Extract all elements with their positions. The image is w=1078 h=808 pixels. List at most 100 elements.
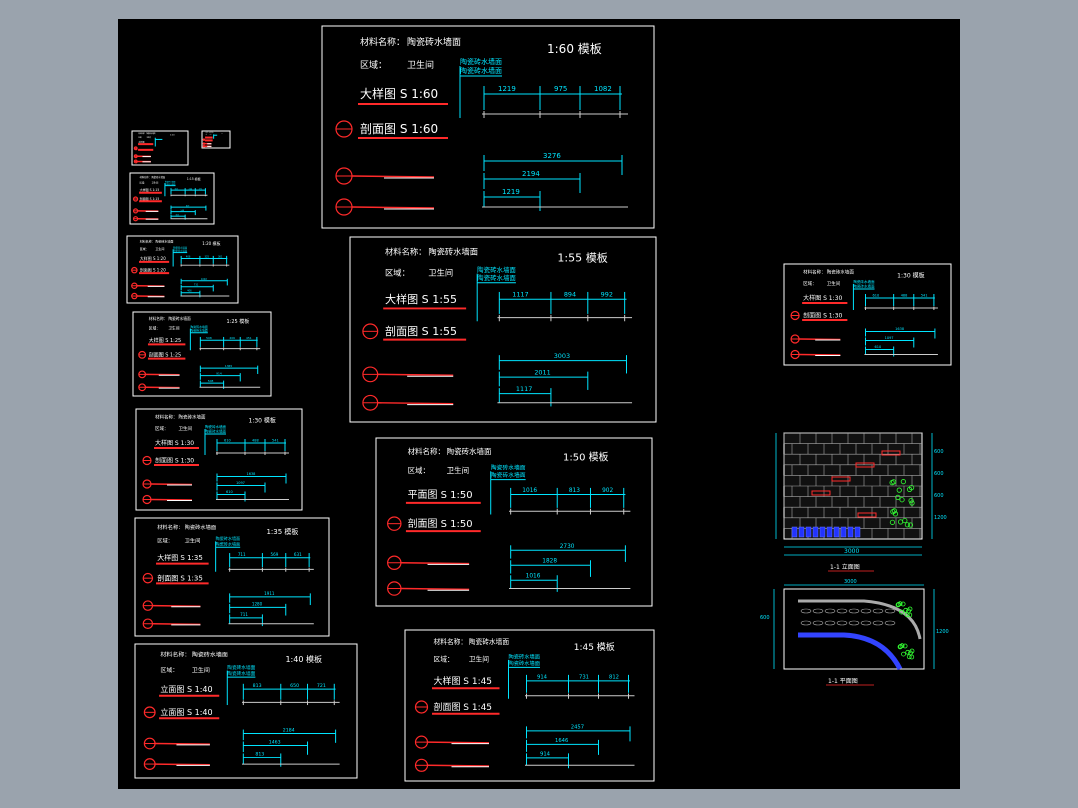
section-title: 立面图 S 1:40 <box>160 707 212 717</box>
plant-leaf <box>908 650 913 656</box>
curved-path <box>798 632 903 671</box>
plant-leaf <box>907 612 913 618</box>
stepping-stone <box>824 608 836 614</box>
material-value: 陶瓷砖水墙面 <box>827 269 855 276</box>
marker-leader <box>427 741 490 744</box>
view-title: 立面图 S 1:40 <box>160 684 212 694</box>
dim-label: 721 <box>317 683 326 689</box>
marker-leader <box>400 587 470 591</box>
dim-label: 2184 <box>283 728 295 734</box>
dim-label: 650 <box>290 683 299 689</box>
dim-label: 2730 <box>560 544 575 550</box>
area-label: 区域： <box>140 181 147 185</box>
dim-label: 406 <box>229 336 235 340</box>
plant-leaf <box>904 522 911 528</box>
dim-label: 631 <box>294 552 302 557</box>
view-title: 大样图 S 1:25 <box>149 337 181 344</box>
dim-label: 3003 <box>554 352 570 360</box>
dim-label: 406 <box>187 290 192 293</box>
sheet-border <box>129 172 215 225</box>
material-label: 材料名称： <box>149 316 168 321</box>
plant-leaf <box>900 601 906 607</box>
area-value: 卫生间 <box>152 181 160 185</box>
note-text: 陶瓷砖水墙面 <box>853 279 875 284</box>
dim-label: 508 <box>208 379 214 383</box>
plant-leaf <box>891 508 898 514</box>
dim-label: 2194 <box>522 170 540 178</box>
note-text: 陶瓷砖水墙面 <box>491 464 526 472</box>
material-value: 陶瓷砖水墙面 <box>185 523 217 531</box>
marker-leader <box>400 562 470 565</box>
material-label: 材料名称： <box>434 637 468 646</box>
material-value: 陶瓷砖水墙面 <box>155 238 173 243</box>
view-title: 大样图 S 1:55 <box>385 292 457 306</box>
marker-leader <box>351 175 435 178</box>
floor-tile <box>812 526 819 538</box>
material-label: 材料名称： <box>408 446 445 456</box>
dim-label: 894 <box>564 291 576 299</box>
floor-tile <box>854 526 861 538</box>
scale-title: 1:50 模板 <box>563 450 609 463</box>
dim-label: 1638 <box>247 472 256 476</box>
material-label: 材料名称： <box>160 651 190 659</box>
dim-label: 902 <box>602 488 613 494</box>
view-title: 大样图 S 1:35 <box>157 553 203 562</box>
area-label: 区域： <box>138 136 143 139</box>
note-text: 陶瓷砖水墙面 <box>216 535 240 541</box>
view-title: 大样图 S 1:15 <box>140 187 160 192</box>
dim-label: 813 <box>255 751 264 757</box>
area-value: 卫生间 <box>407 59 434 71</box>
area-value: 卫生间 <box>155 246 164 251</box>
stepping-stone <box>872 620 884 626</box>
plant-leaf <box>901 651 906 657</box>
section-title: 剖面图 S 1:20 <box>140 267 167 273</box>
note-text: 陶瓷砖水墙面 <box>165 180 176 184</box>
marker-leader <box>152 604 201 607</box>
plant-leaf <box>898 644 903 649</box>
scale-title: 1:35 模板 <box>266 527 298 536</box>
dim-label: 3276 <box>543 152 561 160</box>
plant-leaf <box>889 519 896 525</box>
area-value: 卫生间 <box>827 280 841 287</box>
view-title: 大样图 S 1:20 <box>140 255 167 261</box>
scale-title: 1:45 模板 <box>574 641 615 653</box>
area-value: 卫生间 <box>428 267 453 277</box>
dim-label: 600 <box>934 449 944 455</box>
area-label: 区域： <box>434 654 454 663</box>
note-text: 陶瓷砖水墙面 <box>491 471 526 479</box>
plant-leaf <box>891 479 897 485</box>
stepping-stone <box>848 620 860 626</box>
dim-label: 1117 <box>516 385 532 393</box>
note-text: 陶瓷砖水墙面 <box>477 273 516 282</box>
dim-label: 305 <box>175 188 178 190</box>
dim-label: 3000 <box>844 579 857 585</box>
dim-label: 1016 <box>522 488 537 494</box>
dim-label: 975 <box>554 85 567 93</box>
sheet-border <box>321 25 655 229</box>
dim-label: 3000 <box>844 548 859 555</box>
material-value: 陶瓷砖水墙面 <box>407 36 461 48</box>
section-title: 剖面图 S 1:25 <box>149 351 181 358</box>
area-label: 区域： <box>160 666 178 674</box>
marker-leader <box>155 742 210 745</box>
material-value: 陶瓷砖水墙面 <box>447 446 492 456</box>
note-text: 陶瓷砖水墙面 <box>173 246 188 250</box>
material-value: 陶瓷砖水墙面 <box>179 414 206 421</box>
dim-label: 541 <box>921 294 928 298</box>
plant-leaf <box>906 486 913 493</box>
sheet-border <box>126 235 239 304</box>
section-title: 剖面图 S 1:55 <box>385 324 457 338</box>
note-text: 陶瓷砖水墙面 <box>205 429 226 434</box>
dim-label: 569 <box>271 552 279 557</box>
sheet-border <box>404 629 655 782</box>
floor-tile <box>847 526 854 538</box>
scale-title: 1:55 模板 <box>557 251 607 265</box>
stepping-stone <box>884 620 896 626</box>
